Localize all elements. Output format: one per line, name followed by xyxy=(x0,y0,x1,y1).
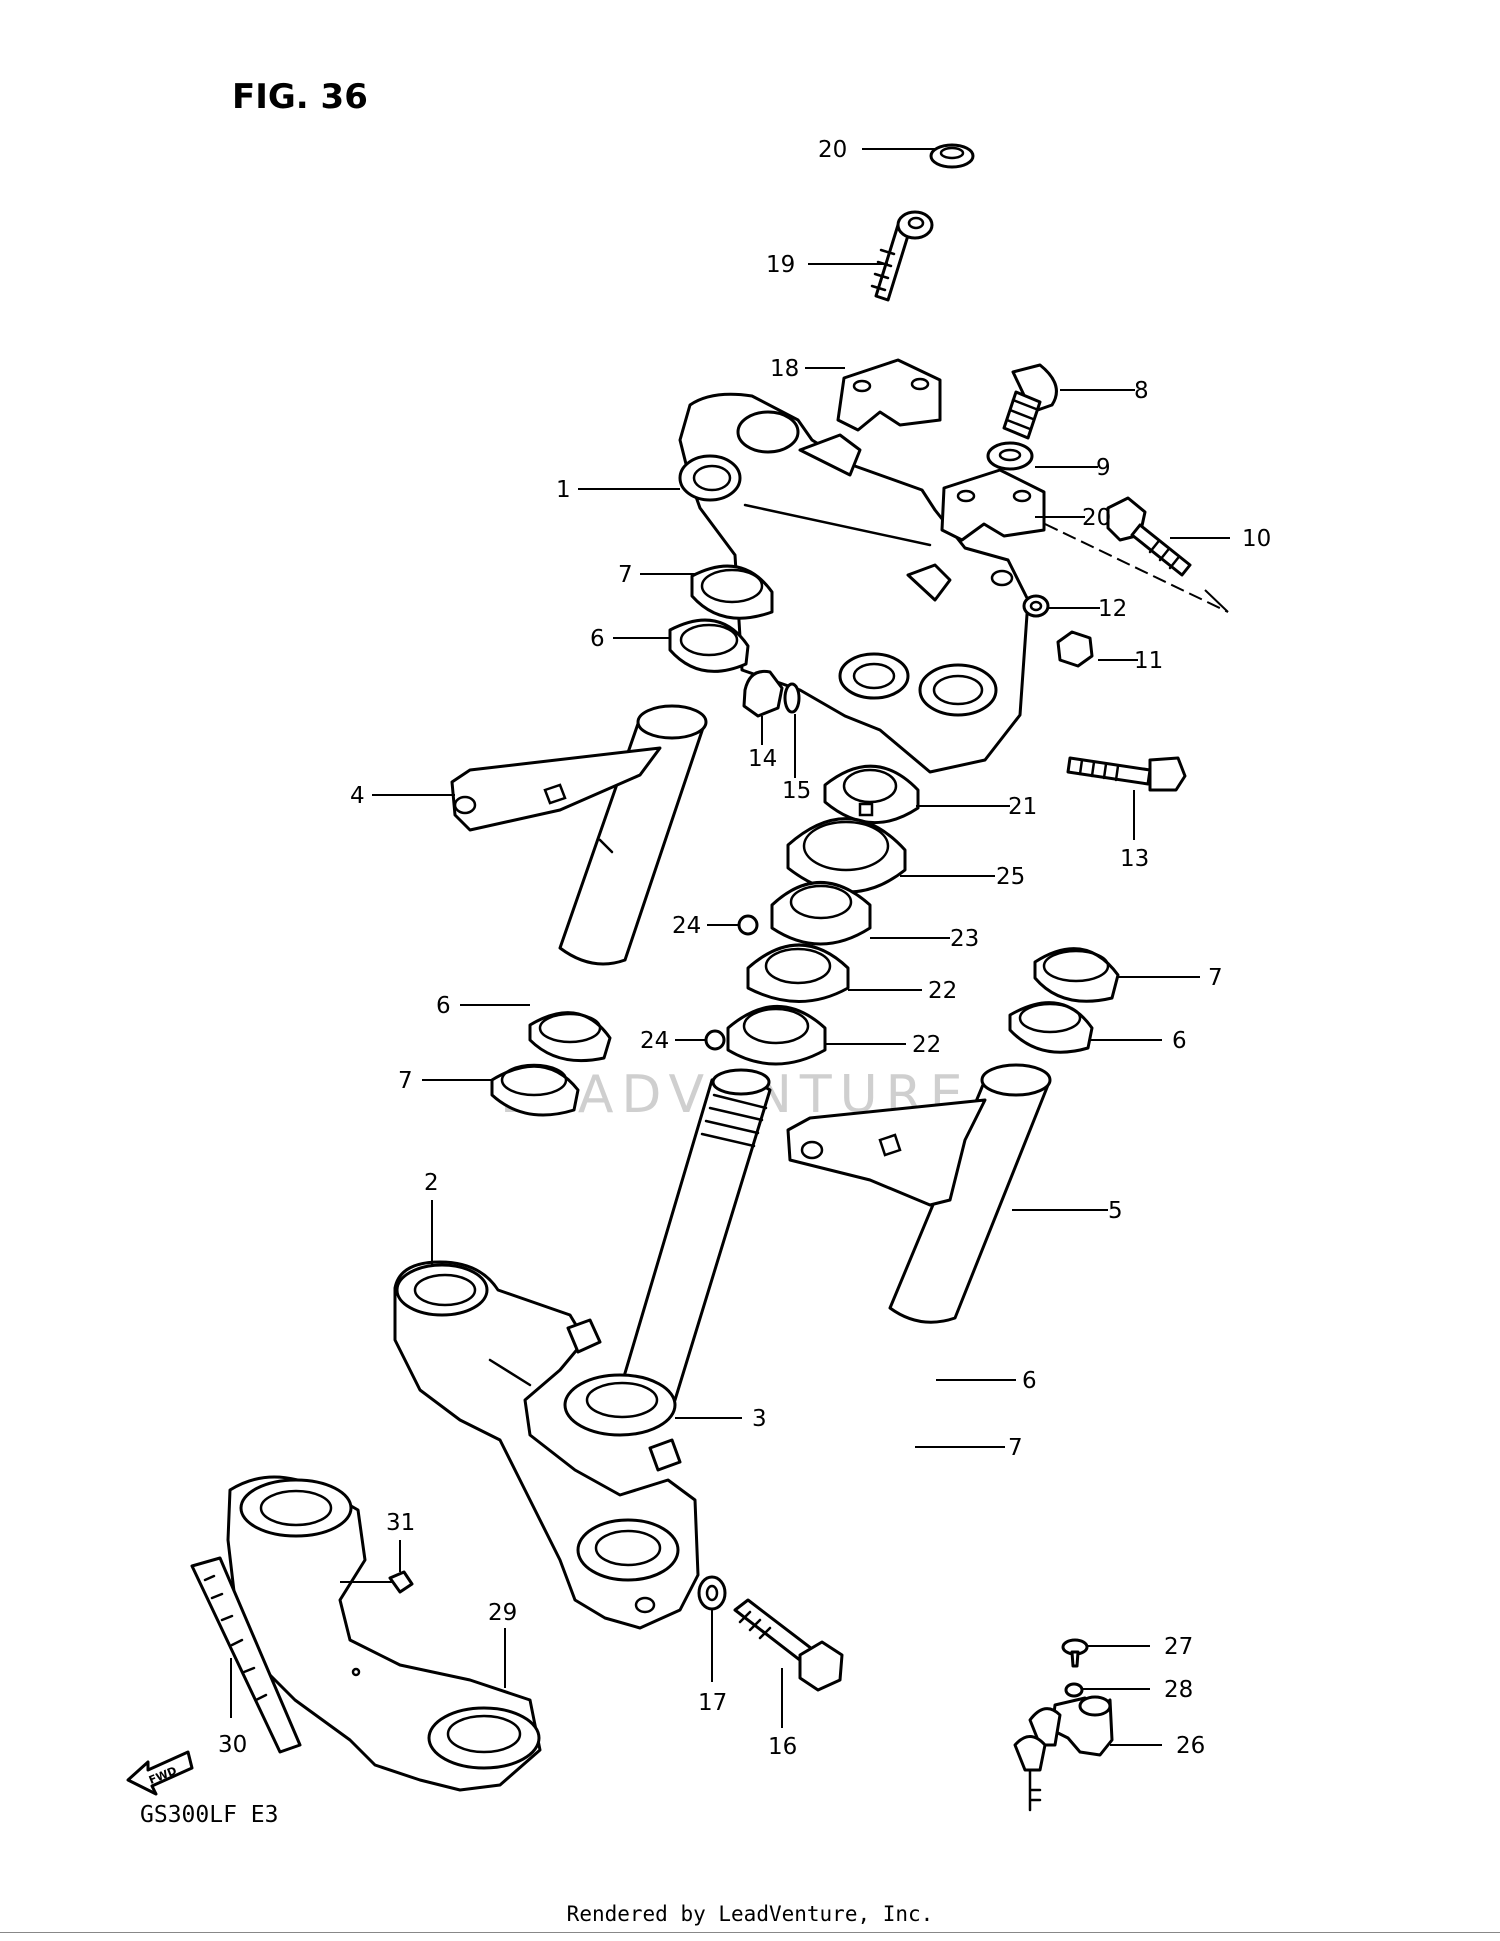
label-2: 2 xyxy=(424,1170,439,1196)
washer-9 xyxy=(986,441,1034,471)
rendered-by-footer: Rendered by LeadVenture, Inc. xyxy=(566,1902,934,1926)
seal-7-right-upper xyxy=(1033,947,1120,1003)
seal-6-right-upper xyxy=(1008,1001,1094,1054)
label-8: 8 xyxy=(1134,378,1149,404)
headlight-bracket-5 xyxy=(786,1063,1052,1324)
bearing-race-23 xyxy=(770,881,872,946)
bolt-8 xyxy=(1002,363,1058,440)
steel-ball-24-upper xyxy=(737,914,759,936)
label-6-right-lower: 6 xyxy=(1022,1368,1037,1394)
label-7-right-upper: 7 xyxy=(1208,965,1223,991)
nut-11 xyxy=(1056,630,1094,668)
washer-17 xyxy=(697,1575,727,1611)
bearing-race-22-lower xyxy=(726,1005,827,1066)
bolt-13 xyxy=(1066,756,1187,792)
steel-ball-24-lower xyxy=(704,1029,726,1051)
label-11: 11 xyxy=(1134,648,1163,674)
label-16: 16 xyxy=(768,1734,797,1760)
label-5: 5 xyxy=(1108,1198,1123,1224)
label-7-right-lower: 7 xyxy=(1008,1435,1023,1461)
label-15: 15 xyxy=(782,778,811,804)
seal-6-left xyxy=(528,1011,612,1063)
label-23: 23 xyxy=(950,926,979,952)
cap-nut-14 xyxy=(742,669,784,718)
handlebar-clamp-20 xyxy=(940,468,1046,542)
handlebar-clamp-18 xyxy=(836,358,942,432)
seal-7-left xyxy=(490,1063,580,1117)
label-24-lower: 24 xyxy=(640,1028,669,1054)
figure-title: FIG. 36 xyxy=(232,77,368,117)
label-4: 4 xyxy=(350,783,365,809)
lower-bracket-2 xyxy=(393,1260,700,1630)
label-17: 17 xyxy=(698,1690,727,1716)
bolt-16 xyxy=(733,1598,844,1692)
label-9: 9 xyxy=(1096,455,1111,481)
label-12: 12 xyxy=(1098,596,1127,622)
label-10: 10 xyxy=(1242,526,1271,552)
label-20-mid: 20 xyxy=(1082,505,1111,531)
label-13: 13 xyxy=(1120,846,1149,872)
steering-stem-3 xyxy=(563,1068,772,1437)
label-6-upper: 6 xyxy=(590,626,605,652)
locknut-21 xyxy=(823,764,920,825)
model-code: GS300LF E3 xyxy=(140,1802,278,1828)
label-19: 19 xyxy=(766,252,795,278)
dust-seal-25 xyxy=(786,817,907,894)
label-31: 31 xyxy=(386,1510,415,1536)
washer-15 xyxy=(783,682,801,714)
steering-lock-26 xyxy=(1013,1695,1114,1812)
washer-28 xyxy=(1064,1682,1084,1698)
seal-6-upper xyxy=(668,618,750,673)
bolt-10 xyxy=(1106,496,1192,577)
screw-27 xyxy=(1061,1638,1089,1668)
label-22-lower: 22 xyxy=(912,1032,941,1058)
label-21: 21 xyxy=(1008,794,1037,820)
label-22-upper: 22 xyxy=(928,978,957,1004)
leader-lines xyxy=(230,148,1230,1746)
label-28: 28 xyxy=(1164,1677,1193,1703)
headlight-bracket-4 xyxy=(450,704,708,966)
label-7-left: 7 xyxy=(398,1068,413,1094)
seal-7-upper xyxy=(690,564,774,620)
label-27: 27 xyxy=(1164,1634,1193,1660)
label-24-upper: 24 xyxy=(672,913,701,939)
label-25: 25 xyxy=(996,864,1025,890)
label-6-left: 6 xyxy=(436,993,451,1019)
label-6-right-upper: 6 xyxy=(1172,1028,1187,1054)
label-14: 14 xyxy=(748,746,777,772)
emblem-30 xyxy=(190,1556,302,1754)
label-18: 18 xyxy=(770,356,799,382)
part-labels: 20 19 18 8 9 1 20 10 7 12 6 11 14 15 4 2… xyxy=(218,137,1271,1760)
label-26: 26 xyxy=(1176,1733,1205,1759)
label-3: 3 xyxy=(752,1406,767,1432)
label-1: 1 xyxy=(556,477,571,503)
label-30: 30 xyxy=(218,1732,247,1758)
clip-31 xyxy=(388,1570,414,1594)
fwd-arrow: FWD xyxy=(126,1750,194,1796)
bearing-race-22-upper xyxy=(746,943,850,1003)
washer-12 xyxy=(1022,594,1050,618)
label-29: 29 xyxy=(488,1600,517,1626)
label-20-top: 20 xyxy=(818,137,847,163)
label-7-upper: 7 xyxy=(618,562,633,588)
cap-20-top xyxy=(929,143,975,169)
footer-divider xyxy=(0,1932,1500,1933)
stem-cover-29 xyxy=(226,1475,542,1792)
bolt-19 xyxy=(870,210,934,302)
